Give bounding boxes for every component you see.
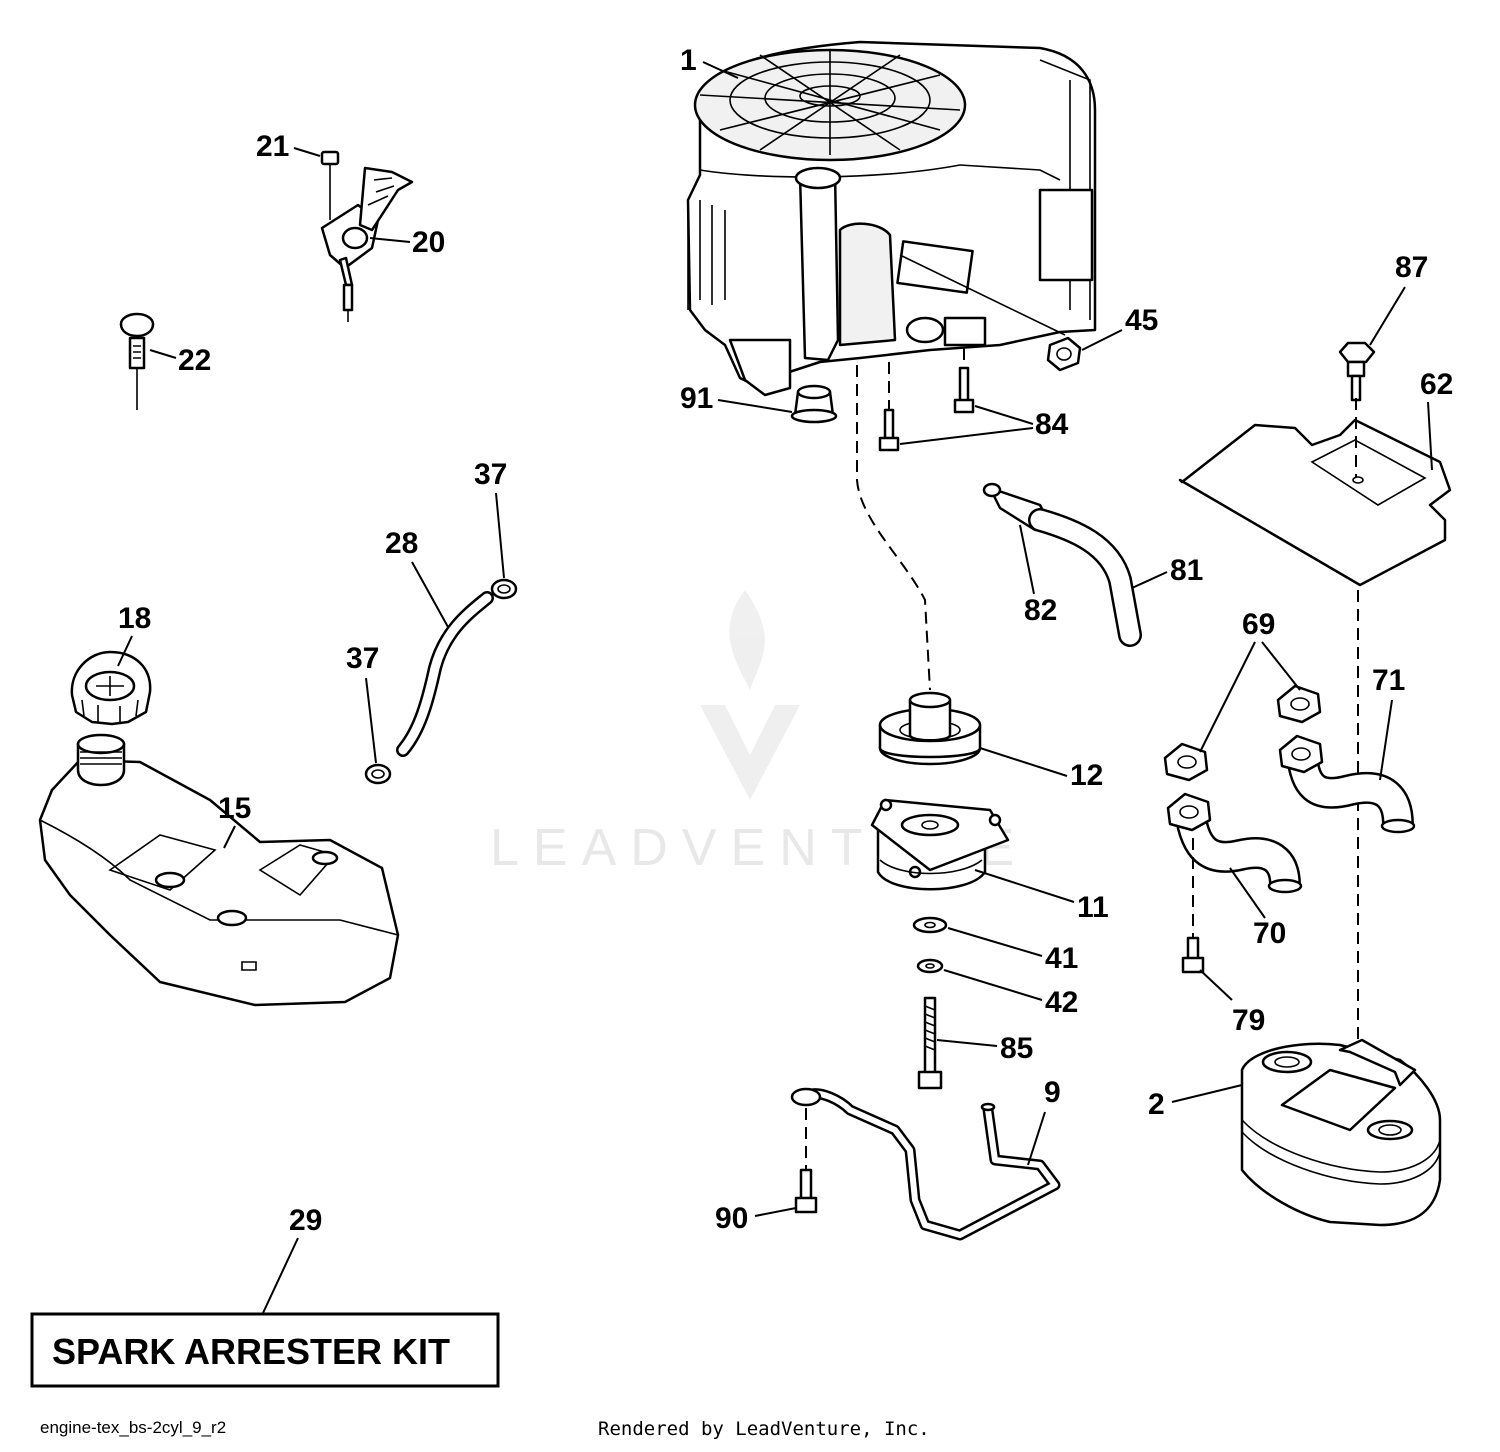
leader-15 — [223, 825, 236, 849]
leader-84 — [899, 405, 1034, 445]
leader-82 — [1019, 524, 1035, 595]
clamp-part-37-bottom[interactable] — [364, 763, 392, 785]
gasket-part-69-b[interactable] — [1163, 742, 1209, 782]
callout-18: 18 — [118, 602, 151, 635]
callout-12: 12 — [1070, 759, 1103, 792]
callout-84: 84 — [1035, 408, 1069, 441]
heat-shield-part-62[interactable] — [1178, 418, 1452, 587]
spark-arrester-kit-label: SPARK ARRESTER KIT — [52, 1331, 450, 1372]
bolt-part-85[interactable] — [917, 996, 943, 1090]
callout-37-bottom: 37 — [346, 642, 379, 675]
fuel-tank-part-15[interactable] — [38, 733, 400, 1007]
leader-91 — [717, 399, 793, 413]
screw-part-21[interactable] — [320, 150, 340, 220]
leader-90 — [754, 1207, 797, 1217]
leader-85 — [936, 1039, 998, 1047]
leader-1 — [702, 61, 739, 79]
pto-clutch-part-11[interactable] — [870, 798, 1010, 891]
fuel-cap-part-18[interactable] — [70, 650, 152, 726]
bolt-part-84-b[interactable] — [878, 408, 900, 452]
leader-71 — [1379, 699, 1393, 781]
leader-29 — [262, 1237, 299, 1314]
callout-37-top: 37 — [474, 458, 507, 491]
callout-62: 62 — [1420, 368, 1453, 401]
callout-28: 28 — [385, 527, 418, 560]
drain-hose-part-81[interactable] — [1028, 508, 1142, 647]
throttle-bracket-part-20[interactable] — [320, 166, 414, 322]
leader-79 — [1199, 969, 1233, 1001]
callout-91: 91 — [680, 382, 713, 415]
leader-41 — [947, 927, 1043, 957]
callout-69: 69 — [1242, 608, 1275, 641]
nut-part-45[interactable] — [1046, 336, 1082, 372]
leader-12 — [979, 747, 1068, 777]
leader-9 — [1027, 1111, 1046, 1166]
callout-42: 42 — [1045, 986, 1078, 1019]
leader-18 — [117, 635, 133, 667]
leader-37-bottom — [365, 677, 377, 764]
rod-part-9[interactable] — [790, 1087, 1061, 1241]
leader-21 — [293, 147, 321, 157]
leader-2 — [1171, 1084, 1243, 1103]
clamp-part-37-top[interactable] — [490, 578, 518, 600]
leader-28 — [411, 561, 449, 628]
callout-21: 21 — [256, 130, 289, 163]
leader-70 — [1229, 867, 1266, 919]
washer-part-41[interactable] — [912, 916, 948, 934]
bushing-part-91[interactable] — [790, 384, 838, 424]
exhaust-pipe-part-71[interactable] — [1278, 734, 1416, 834]
callout-15: 15 — [218, 792, 251, 825]
callout-79: 79 — [1232, 1004, 1265, 1037]
leader-11 — [974, 869, 1075, 903]
leader-20 — [369, 237, 411, 243]
dash-centerline-pulley — [856, 365, 931, 691]
rendered-by-credit: Rendered by LeadVenture, Inc. — [598, 1418, 930, 1440]
leader-45 — [1081, 329, 1123, 351]
fuel-line-part-28[interactable] — [396, 591, 494, 757]
leader-81 — [1131, 571, 1168, 589]
leader-69 — [1199, 641, 1301, 753]
callout-71: 71 — [1372, 664, 1405, 697]
callout-82: 82 — [1024, 594, 1057, 627]
leader-37-top — [495, 492, 505, 579]
callout-2: 2 — [1148, 1088, 1165, 1121]
callout-87: 87 — [1395, 251, 1428, 284]
callout-11: 11 — [1077, 891, 1109, 924]
callout-85: 85 — [1000, 1032, 1033, 1065]
exhaust-pipe-part-70[interactable] — [1166, 792, 1303, 894]
bolt-part-87[interactable] — [1338, 341, 1376, 402]
muffler-part-2[interactable] — [1240, 1038, 1442, 1227]
knob-part-22[interactable] — [119, 312, 155, 410]
gasket-part-69-a[interactable] — [1276, 684, 1322, 724]
leader-62 — [1427, 401, 1433, 471]
lock-washer-part-42[interactable] — [916, 958, 944, 974]
engine-part-1[interactable] — [686, 40, 1097, 397]
callout-45: 45 — [1125, 304, 1158, 337]
callout-90: 90 — [715, 1202, 748, 1235]
bolt-part-79[interactable] — [1181, 936, 1205, 974]
leader-42 — [943, 969, 1043, 1001]
bolt-part-90[interactable] — [794, 1168, 818, 1214]
callout-20: 20 — [412, 226, 445, 259]
callout-81: 81 — [1170, 554, 1203, 587]
callout-41: 41 — [1045, 942, 1078, 975]
callout-70: 70 — [1253, 917, 1286, 950]
callout-9: 9 — [1044, 1076, 1061, 1109]
callout-1: 1 — [680, 44, 697, 77]
bolt-part-84-a[interactable] — [953, 366, 975, 414]
leader-87 — [1369, 286, 1406, 346]
spark-arrester-kit-box[interactable] — [30, 1312, 500, 1388]
callout-29: 29 — [289, 1204, 322, 1237]
leader-22 — [149, 349, 177, 359]
callout-22: 22 — [178, 344, 211, 377]
pulley-part-12[interactable] — [878, 691, 982, 766]
drawing-id: engine-tex_bs-2cyl_9_r2 — [40, 1418, 227, 1437]
